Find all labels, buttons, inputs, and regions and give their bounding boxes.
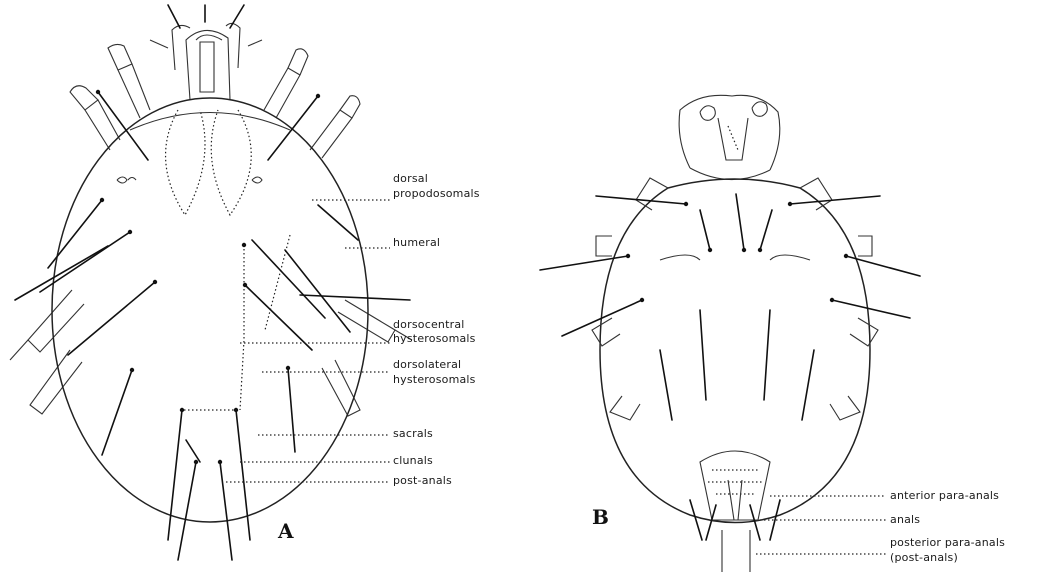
label-dorsocentral: dorsocentral: [393, 318, 465, 331]
label-dorsal: dorsal: [393, 172, 428, 185]
label-post-anals-b: (post-anals): [890, 551, 958, 564]
propodosoma-line-a: [130, 113, 290, 131]
setae-b: [540, 194, 920, 540]
idiosoma-outline-a: [52, 98, 368, 522]
setal-bases-b: [626, 202, 848, 302]
label-clunals: clunals: [393, 454, 433, 467]
label-propodosomals: propodosomals: [393, 187, 480, 200]
label-hysterosomals-1: hysterosomals: [393, 332, 476, 345]
panel-letter-b: B: [592, 505, 609, 529]
leader-lines-a: [226, 200, 390, 482]
panel-b-drawing: [540, 95, 920, 572]
idiosoma-outline-b: [600, 179, 870, 523]
legs-b: [592, 178, 878, 420]
label-anterior-para-anals: anterior para-anals: [890, 489, 999, 502]
label-dorsolateral: dorsolateral: [393, 358, 461, 371]
label-anals: anals: [890, 513, 920, 526]
panel-a-labels: dorsal propodosomals humeral dorsocentra…: [277, 172, 480, 543]
label-humeral: humeral: [393, 236, 440, 249]
label-posterior-para-anals: posterior para-anals: [890, 536, 1005, 549]
label-sacrals: sacrals: [393, 427, 433, 440]
label-hysterosomals-2: hysterosomals: [393, 373, 476, 386]
panel-letter-a: A: [277, 519, 294, 543]
panel-b-labels: anterior para-anals anals posterior para…: [592, 489, 1005, 564]
gnathosoma-b: [679, 95, 780, 179]
panel-a-drawing: [10, 5, 412, 560]
leader-lines-b: [756, 496, 886, 554]
label-post-anals: post-anals: [393, 474, 452, 487]
gnathosoma-a: [150, 5, 262, 100]
anal-region-b: [700, 451, 770, 572]
legs-a: [10, 44, 412, 416]
